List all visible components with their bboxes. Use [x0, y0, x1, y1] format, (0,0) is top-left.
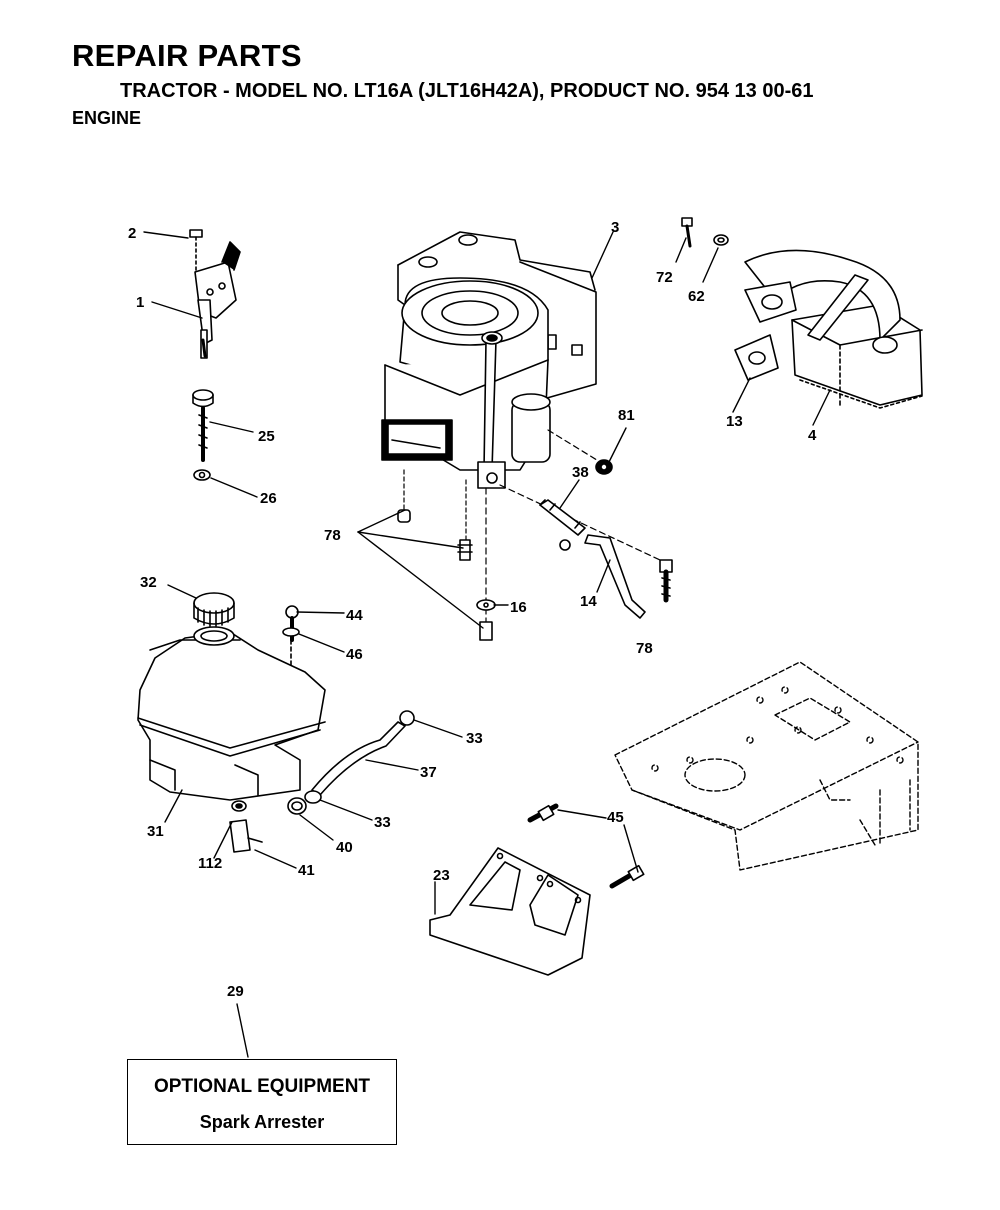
callout-labels: 2 1 3 72 62 13 4 25 26 81 38 78 14 16 78…	[128, 219, 817, 1000]
callout-81: 81	[618, 407, 635, 424]
fuel-line-drawing	[539, 459, 673, 619]
callout-16: 16	[510, 599, 527, 616]
callout-1: 1	[136, 294, 144, 311]
callout-25: 25	[258, 428, 275, 445]
bolt-25-drawing	[192, 389, 214, 481]
callout-32: 32	[140, 574, 157, 591]
throttle-control-drawing	[189, 229, 241, 359]
callout-3: 3	[611, 219, 619, 236]
engine-drawing	[381, 231, 661, 641]
callout-13: 13	[726, 413, 743, 430]
callout-31: 31	[147, 823, 164, 840]
engine-bolts-drawing	[397, 509, 496, 641]
spark-arrester-label: Spark Arrester	[199, 1112, 325, 1132]
muffler-drawing	[681, 217, 923, 409]
section-label: ENGINE	[72, 108, 142, 128]
optional-equipment-label: OPTIONAL EQUIPMENT	[153, 1076, 371, 1097]
callout-33: 33	[466, 730, 483, 747]
callout-40: 40	[336, 839, 353, 856]
heat-shield-drawing	[429, 803, 645, 976]
callout-44: 44	[346, 607, 363, 624]
callout-62: 62	[688, 288, 705, 305]
callout-29: 29	[227, 983, 244, 1000]
optional-equipment-box: OPTIONAL EQUIPMENT Spark Arrester	[127, 1059, 397, 1145]
callout-23: 23	[433, 867, 450, 884]
callout-4: 4	[808, 427, 817, 444]
callout-78: 78	[324, 527, 341, 544]
callout-2: 2	[128, 225, 136, 242]
callout-112: 112	[198, 855, 222, 872]
callout-41: 41	[298, 862, 315, 879]
callout-46: 46	[346, 646, 363, 663]
callout-37: 37	[420, 764, 437, 781]
callout-45: 45	[607, 809, 624, 826]
callout-78: 78	[636, 640, 653, 657]
callout-38: 38	[572, 464, 589, 481]
callout-72: 72	[656, 269, 673, 286]
chassis-frame-drawing	[614, 661, 919, 871]
fuel-tank-drawing	[137, 592, 415, 853]
page-title: REPAIR PARTS	[72, 38, 302, 73]
callout-33: 33	[374, 814, 391, 831]
model-subtitle: TRACTOR - MODEL NO. LT16A (JLT16H42A), P…	[120, 80, 814, 102]
callout-14: 14	[580, 593, 597, 610]
leader-lines	[143, 231, 831, 1058]
callout-26: 26	[260, 490, 277, 507]
